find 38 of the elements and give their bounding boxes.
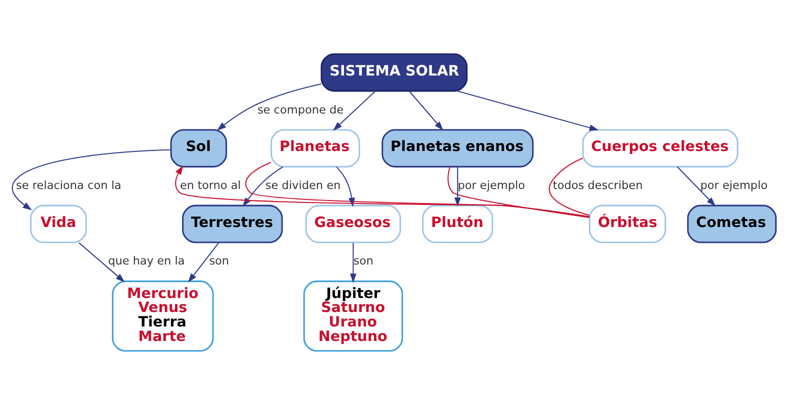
node-box: Vida	[30, 204, 87, 243]
node-box: Mercurio Venus Tierra Marte	[112, 280, 214, 352]
edge-label: se dividen en	[265, 178, 341, 192]
connector	[548, 157, 590, 216]
edge-label: todos describen	[552, 178, 643, 192]
node-box: Sol	[170, 128, 228, 167]
edge-label: por ejemplo	[458, 178, 526, 192]
connector	[448, 166, 590, 218]
arrow	[676, 166, 716, 206]
node-box: SISTEMA SOLAR	[320, 52, 468, 92]
arrow	[408, 90, 444, 130]
node-box: Terrestres	[182, 204, 283, 243]
edge-label: son	[354, 254, 374, 268]
arrow	[175, 164, 590, 217]
node-box: Planetas enanos	[382, 128, 534, 167]
connector	[246, 161, 590, 217]
node-box: Plutón	[422, 204, 494, 243]
edge-label: se relaciona con la	[16, 178, 122, 192]
arrow	[336, 166, 355, 206]
edge-label: se compone de	[257, 102, 344, 116]
node-box: Gaseosos	[305, 204, 402, 243]
arrow	[454, 166, 461, 206]
node-box: Órbitas	[588, 204, 666, 243]
arrow	[78, 242, 125, 282]
edge-label: son	[209, 254, 230, 268]
node-box: Planetas	[270, 128, 360, 167]
node-box: Cometas	[687, 204, 777, 243]
node-box: Cuerpos celestes	[582, 128, 738, 167]
arrow	[350, 242, 356, 282]
edge-label: en torno al	[180, 178, 241, 192]
arrow	[457, 90, 599, 130]
arrow	[12, 148, 171, 210]
arrow	[188, 242, 220, 282]
node-box: Júpiter Saturno Urano Neptuno	[303, 280, 404, 352]
arrow	[333, 90, 376, 130]
arrow	[216, 83, 322, 130]
edge-label: por ejemplo	[700, 178, 768, 192]
edge-label: que hay en la	[108, 254, 185, 268]
